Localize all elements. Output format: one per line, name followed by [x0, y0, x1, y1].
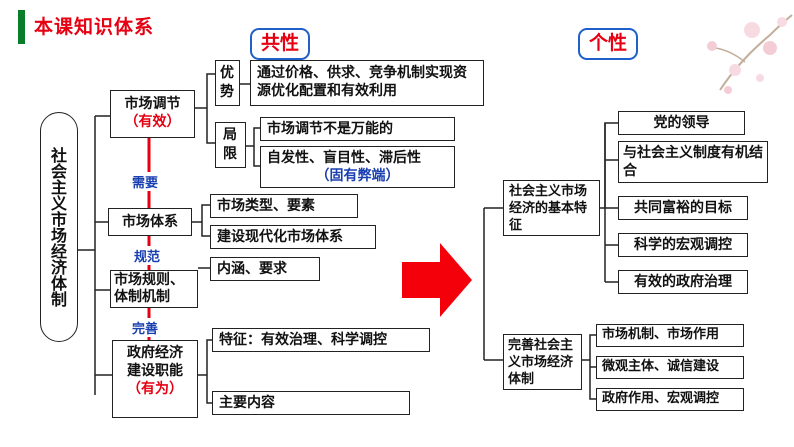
- node-market-rules: 市场规则、体制机制: [110, 270, 198, 308]
- node-gov-function: 政府经济建设职能 （有为）: [112, 340, 198, 418]
- leaf-limit-2: 自发性、盲目性、滞后性 （固有弊端）: [260, 146, 455, 188]
- page-title: 本课知识体系: [34, 16, 155, 38]
- node-features: 社会主义市场经济的基本特征: [503, 180, 600, 236]
- node-improve: 完善社会主义市场经济体制: [503, 334, 582, 390]
- feature-item-macro: 科学的宏观调控: [618, 233, 748, 257]
- leaf-system-2: 建设现代化市场体系: [210, 225, 376, 249]
- leaf-rules-1: 内涵、要求: [210, 257, 320, 281]
- leaf-system-1: 市场类型、要素: [210, 194, 358, 218]
- feature-item-socialist: 与社会主义制度有机结合: [618, 141, 768, 183]
- node-market-system: 市场体系: [108, 208, 192, 236]
- gov-function-sub: （有为）: [127, 381, 183, 397]
- node-advantage: 优势: [215, 60, 240, 106]
- leaf-limit-1: 市场调节不是万能的: [260, 117, 455, 141]
- node-limitation: 局限: [215, 122, 246, 168]
- connector-need: 需要: [130, 172, 161, 191]
- tag-common: 共性: [250, 28, 310, 60]
- improve-item-micro: 微观主体、诚信建设: [596, 356, 744, 379]
- tag-individual: 个性: [578, 28, 638, 60]
- node-market-regulation: 市场调节 （有效）: [110, 90, 195, 138]
- improve-item-market: 市场机制、市场作用: [596, 324, 744, 347]
- market-regulation-label: 市场调节: [124, 96, 181, 112]
- sakura-decoration: [707, 14, 793, 94]
- feature-item-governance: 有效的政府治理: [618, 270, 748, 294]
- limit-2-sub: （固有弊端）: [315, 168, 400, 184]
- connector-improve: 完善: [130, 318, 161, 337]
- feature-item-party: 党的领导: [618, 111, 745, 135]
- leaf-advantage-text: 通过价格、供求、竞争机制实现资源优化配置和有效利用: [250, 60, 484, 106]
- feature-item-prosperity: 共同富裕的目标: [618, 196, 748, 220]
- leaf-gov-2: 主要内容: [212, 391, 410, 415]
- limit-2-text: 自发性、盲目性、滞后性: [267, 150, 421, 166]
- market-regulation-sub: （有效）: [124, 114, 181, 130]
- title-accent-bar: [18, 10, 25, 44]
- leaf-gov-1: 特征：有效治理、科学调控: [212, 328, 430, 352]
- connector-regulate: 规范: [132, 246, 163, 265]
- improve-item-gov: 政府作用、宏观调控: [596, 388, 744, 411]
- gov-function-label: 政府经济建设职能: [127, 345, 183, 379]
- root-node: 社会主义市场经济体制: [40, 112, 78, 342]
